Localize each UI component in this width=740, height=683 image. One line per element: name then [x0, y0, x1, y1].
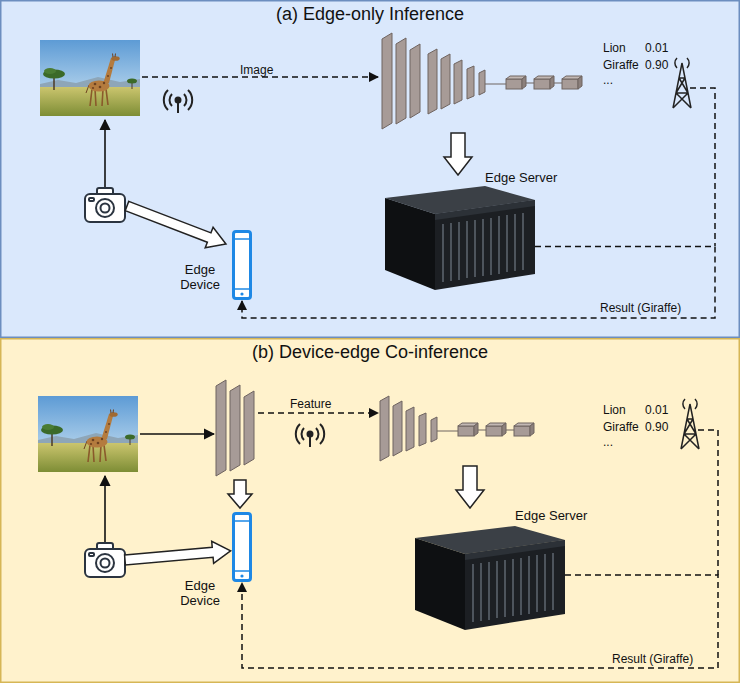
panel-title: (b) Device-edge Co-inference [0, 338, 740, 363]
probability: 0.01 [645, 41, 668, 55]
node-label: Edge Device [174, 262, 226, 292]
panel-band: (b) Device-edge Co-inferenceEdge ServerE… [0, 338, 740, 683]
server-icon [415, 526, 565, 630]
phone-icon [234, 514, 251, 581]
link-label: Feature [290, 397, 331, 411]
edge-device: Edge Device [232, 512, 252, 582]
hollow-arrow [124, 540, 232, 571]
node-label: Edge Server [485, 170, 557, 185]
server-icon [385, 186, 535, 290]
ellipsis: ... [603, 73, 613, 87]
edge-device: Edge Device [232, 230, 252, 300]
cnn-layers [382, 33, 420, 129]
edge-label: Result (Giraffe) [600, 301, 681, 315]
upload-arrow [258, 412, 378, 414]
class-name: Giraffe [603, 420, 639, 434]
giraffe-photo [40, 40, 140, 116]
hollow-arrow [456, 466, 484, 508]
camera-icon [85, 543, 125, 577]
result-line [690, 88, 715, 246]
class-name: Lion [603, 41, 626, 55]
capture-arrow [104, 476, 106, 543]
link-label: Image [240, 63, 273, 77]
edge-label: Result (Giraffe) [612, 652, 693, 666]
result-connector [242, 246, 715, 318]
giraffe-photo [38, 396, 138, 472]
probability: 0.90 [645, 58, 668, 72]
panel-band: (a) Edge-only InferenceEdge ServerEdge D… [0, 0, 740, 338]
panel-title: (a) Edge-only Inference [0, 0, 740, 25]
node-label: Edge Device [174, 578, 226, 608]
hollow-arrow [123, 196, 230, 255]
edge-server: Edge Server [415, 518, 565, 632]
cnn-layers [428, 49, 582, 114]
wireless-icon [164, 90, 192, 113]
tower-icon [673, 58, 691, 108]
phone-icon [234, 232, 251, 299]
probability: 0.01 [645, 403, 668, 417]
hollow-arrow [228, 480, 252, 508]
probability: 0.90 [645, 420, 668, 434]
cnn-layers [216, 380, 254, 476]
result-connector [242, 575, 718, 668]
camera-icon [85, 188, 125, 222]
ellipsis: ... [603, 435, 613, 449]
edge-server: Edge Server [385, 178, 535, 292]
class-name: Lion [603, 403, 626, 417]
capture-arrow [104, 120, 106, 188]
hollow-arrow [444, 133, 472, 175]
result-line [698, 430, 718, 575]
node-label: Edge Server [515, 508, 587, 523]
tower-icon [681, 399, 699, 449]
cnn-layers [380, 396, 534, 461]
wireless-icon [296, 424, 324, 447]
class-name: Giraffe [603, 58, 639, 72]
input-arrow [140, 433, 214, 435]
